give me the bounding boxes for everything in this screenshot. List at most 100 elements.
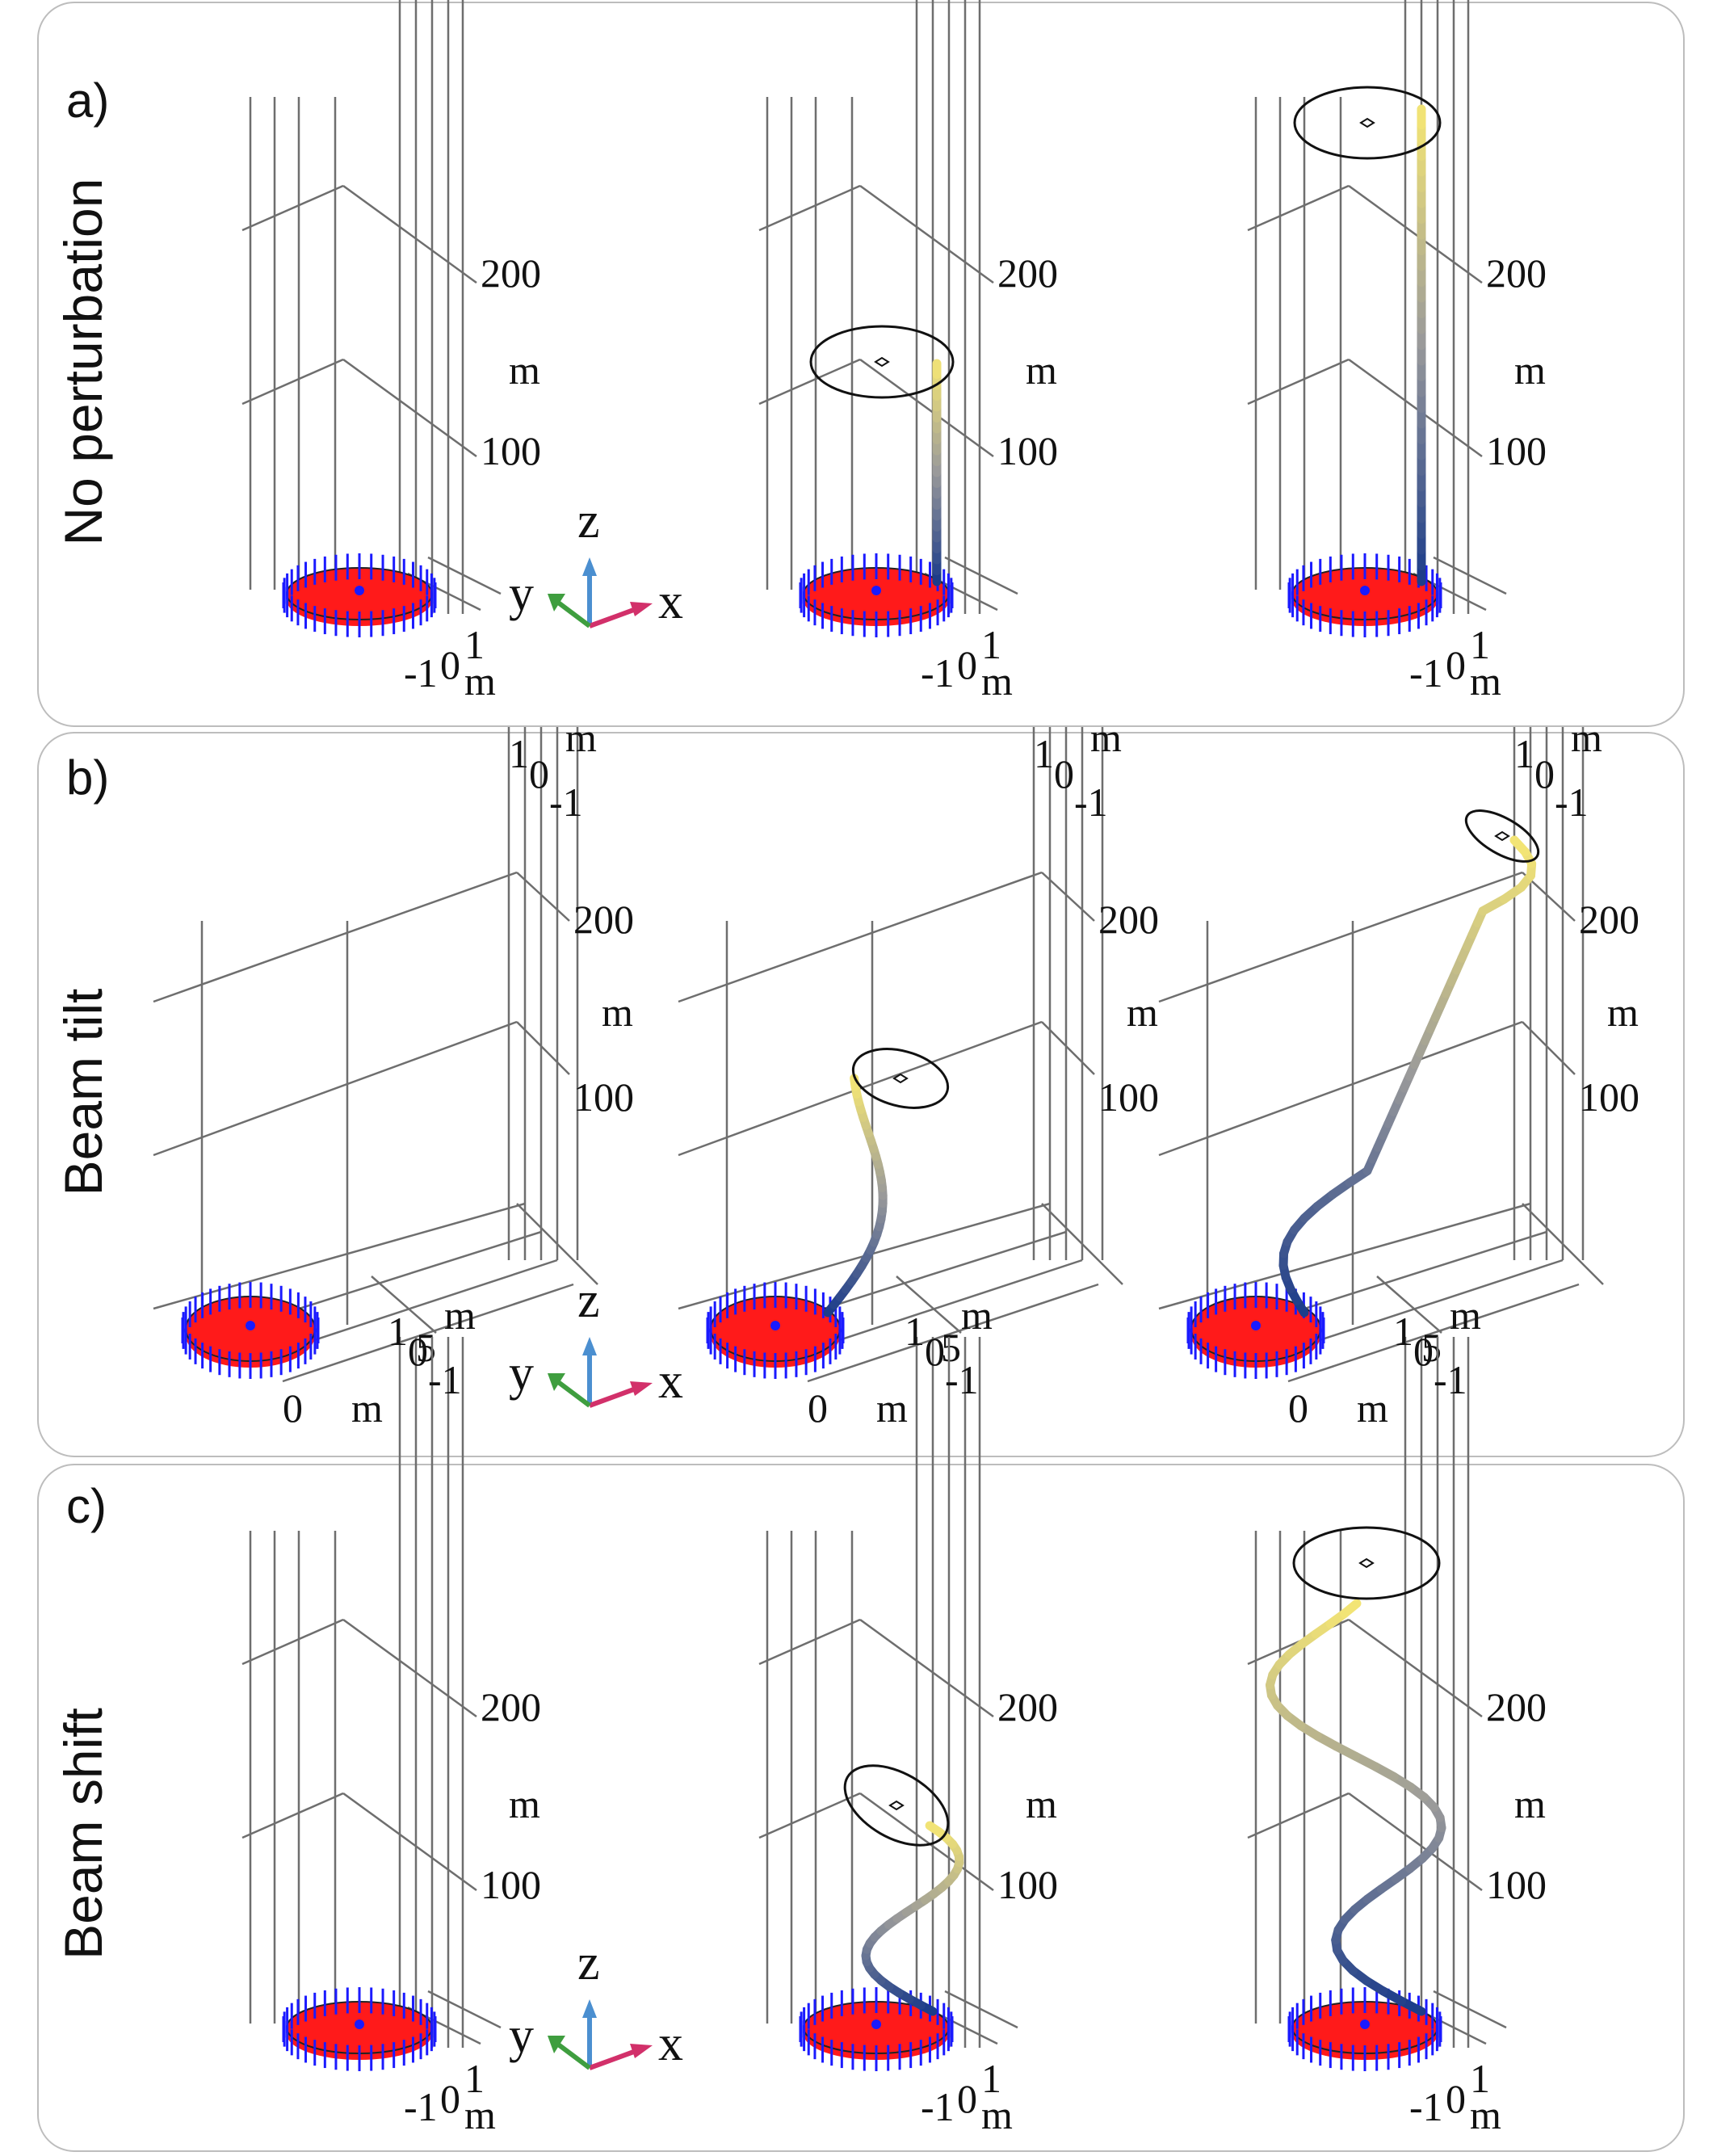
z-gridline xyxy=(758,1792,861,1839)
floor-gridline xyxy=(896,1276,962,1334)
bottom-tick-label: 0 xyxy=(1288,1385,1308,1431)
z-gridline xyxy=(1158,871,1523,1003)
panel-a-letter: a) xyxy=(66,74,110,128)
z-tick-label: 100 xyxy=(997,428,1058,473)
y-axis-arrowhead xyxy=(548,1373,565,1391)
bottom-tick-label: -1 xyxy=(404,2084,438,2129)
bottom-axis-unit: m xyxy=(876,1385,908,1431)
beam-head-marker xyxy=(1358,1557,1375,1569)
beam-head-marker xyxy=(1494,830,1510,842)
top-tick-label: 1 xyxy=(1393,1309,1413,1354)
floor-gridline xyxy=(944,556,1018,595)
beam-head-ring xyxy=(809,325,955,399)
beam-head-marker xyxy=(874,356,890,368)
bottom-tick-label: 1 xyxy=(464,2056,485,2101)
top-axis-unit: m xyxy=(565,715,597,760)
z-tick-label: 100 xyxy=(1486,1862,1547,1907)
floor-gridline xyxy=(1433,1990,1507,2029)
beam-head-marker xyxy=(892,1073,909,1084)
beam-head-marker xyxy=(888,1800,905,1811)
z-gridline xyxy=(678,871,1043,1003)
z-axis-unit: m xyxy=(1514,347,1546,393)
top-axis-unit: m xyxy=(1090,715,1122,760)
z-gridline xyxy=(342,184,477,284)
z-axis-unit: m xyxy=(509,347,540,393)
z-tick-label: 100 xyxy=(997,1862,1058,1907)
z-tick-label: 100 xyxy=(1579,1074,1639,1120)
z-gridline xyxy=(153,871,518,1003)
z-gridline xyxy=(1522,1021,1576,1075)
z-gridline xyxy=(859,1618,994,1718)
z-tick-label: 100 xyxy=(1486,428,1547,473)
bottom-tick-label: 1 xyxy=(1470,2056,1490,2101)
bottom-tick-label: 0 xyxy=(440,642,460,687)
top-tick-label: -1 xyxy=(549,780,583,825)
bottom-axis-unit: m xyxy=(464,658,496,704)
z-axis-unit: m xyxy=(1607,990,1639,1035)
z-gridline xyxy=(758,1618,861,1666)
z-tick-label: 200 xyxy=(481,1684,541,1729)
z-gridline xyxy=(516,872,570,922)
beam-head-ring xyxy=(851,1048,950,1109)
z-gridline xyxy=(1041,1021,1095,1075)
bottom-tick-label: 1 xyxy=(1470,622,1490,667)
z-gridline xyxy=(241,1618,344,1666)
z-gridline xyxy=(859,1792,994,1892)
top-tick-label: -1 xyxy=(1074,780,1108,825)
bottom-tick-label: 0 xyxy=(283,1385,303,1431)
floor-gridline xyxy=(371,1276,437,1334)
z-tick-label: 100 xyxy=(1098,1074,1159,1120)
y-axis-arrowhead xyxy=(548,2036,565,2053)
floor-gridline xyxy=(807,1283,1099,1383)
z-gridline xyxy=(342,1618,477,1718)
z-axis-unit: m xyxy=(1026,1781,1057,1826)
disk-center-marker xyxy=(355,586,364,595)
top-tick-label: 1 xyxy=(1034,731,1054,776)
z-tick-label: 100 xyxy=(573,1074,634,1120)
top-tick-label: 1 xyxy=(1514,731,1534,776)
beam-head-ring xyxy=(1292,1526,1441,1600)
x-axis-arrowhead xyxy=(630,2044,653,2058)
bottom-tick-label: -1 xyxy=(921,2084,955,2129)
beam-segment xyxy=(1509,835,1530,857)
top-tick-label: 0 xyxy=(1413,1329,1434,1374)
z-gridline xyxy=(1348,358,1483,458)
bottom-axis-unit: m xyxy=(1357,1385,1388,1431)
z-axis-unit: m xyxy=(1127,990,1158,1035)
y-axis-arrow xyxy=(556,2041,591,2070)
z-tick-label: 200 xyxy=(481,250,541,296)
top-tick-label: 0 xyxy=(529,751,549,796)
top-axis-unit: m xyxy=(961,1292,993,1338)
z-gridline xyxy=(241,1792,344,1839)
x-axis-arrowhead xyxy=(630,1381,653,1396)
y-axis-arrow xyxy=(556,1379,591,1408)
z-axis-arrowhead xyxy=(582,557,597,576)
bottom-axis-unit: m xyxy=(464,2092,496,2137)
top-tick-label: -1 xyxy=(945,1357,979,1402)
z-tick-label: 200 xyxy=(573,897,634,942)
top-tick-label: 0 xyxy=(408,1329,428,1374)
disk-center-marker xyxy=(871,586,881,595)
disk-center-marker xyxy=(246,1321,255,1330)
z-tick-label: 100 xyxy=(481,1862,541,1907)
bottom-tick-label: 0 xyxy=(957,2076,977,2121)
bottom-tick-label: 0 xyxy=(808,1385,828,1431)
top-tick-label: 1 xyxy=(509,731,529,776)
z-tick-label: 200 xyxy=(997,1684,1058,1729)
x-axis-label: x xyxy=(658,1354,683,1409)
beam-head-ring xyxy=(1464,809,1540,863)
z-tick-label: 200 xyxy=(1486,250,1547,296)
y-axis-label: y xyxy=(509,566,534,621)
beam-head-ring xyxy=(1293,86,1442,160)
floor-gridline xyxy=(1041,1203,1123,1285)
y-axis-label: y xyxy=(509,2008,534,2063)
top-tick-label: 0 xyxy=(925,1329,945,1374)
y-axis-arrow xyxy=(556,599,591,628)
bottom-axis-unit: m xyxy=(981,2092,1013,2137)
beam-segment xyxy=(1340,1599,1362,1619)
